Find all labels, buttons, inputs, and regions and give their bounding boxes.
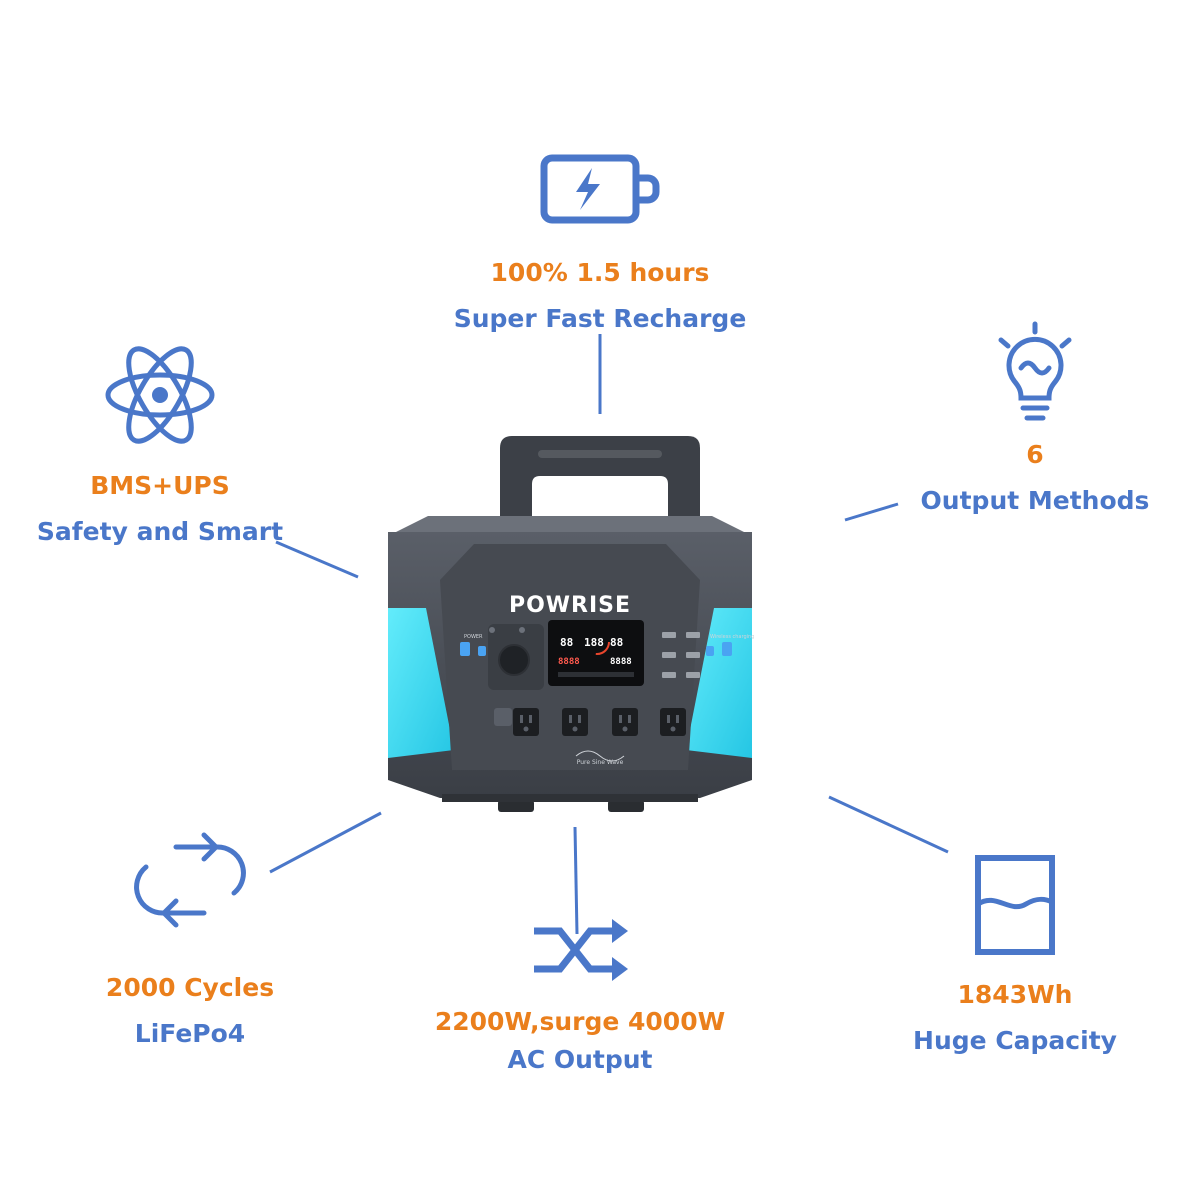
capacity-secondary-label: Huge Capacity xyxy=(913,1026,1117,1055)
feature-outputs: 6 Output Methods xyxy=(900,320,1170,518)
ac-outlets xyxy=(494,708,686,736)
right-light-panel xyxy=(686,608,752,758)
carry-handle xyxy=(500,436,700,525)
svg-text:8888: 8888 xyxy=(558,657,580,667)
lightbulb-icon xyxy=(998,321,1072,421)
wireless-label: Wireless charging xyxy=(710,634,754,640)
cycles-secondary-label: LiFePo4 xyxy=(134,1019,246,1048)
feature-capacity: 1843Wh Huge Capacity xyxy=(880,852,1150,1058)
cycles-primary-label: 2000 Cycles xyxy=(105,973,275,1002)
connector-ac-output xyxy=(573,826,579,935)
feature-recharge: 100% 1.5 hours Super Fast Recharge xyxy=(440,150,760,336)
svg-text:188: 188 xyxy=(584,636,604,649)
outputs-secondary-label: Output Methods xyxy=(920,486,1150,515)
connector-outputs xyxy=(844,502,899,522)
outputs-primary-label: 6 xyxy=(1026,440,1044,469)
safety-secondary-label: Safety and Smart xyxy=(36,517,284,546)
svg-text:8888: 8888 xyxy=(610,657,632,667)
connector-cycles xyxy=(269,811,382,874)
cycle-arrows-icon xyxy=(134,832,246,928)
power-label: POWER xyxy=(464,634,483,640)
feature-safety: BMS+UPS Safety and Smart xyxy=(30,335,290,549)
shuffle-arrows-icon xyxy=(534,919,628,981)
svg-text:88: 88 xyxy=(560,636,573,649)
atom-icon xyxy=(105,346,215,444)
safety-primary-label: BMS+UPS xyxy=(90,471,230,500)
battery-level-icon xyxy=(975,855,1055,955)
feature-cycles: 2000 Cycles LiFePo4 xyxy=(60,825,320,1051)
dc-knob[interactable] xyxy=(498,644,530,676)
left-light-panel xyxy=(388,608,454,758)
recharge-primary-label: 100% 1.5 hours xyxy=(490,258,710,287)
pure-sine-wave-label: Pure Sine Wave xyxy=(577,759,624,766)
connector-capacity xyxy=(828,795,949,854)
brand-logo: POWRISE xyxy=(509,593,631,618)
capacity-primary-label: 1843Wh xyxy=(957,980,1073,1009)
connector-safety xyxy=(275,540,359,579)
feature-ac-output: 2200W,surge 4000W AC Output xyxy=(420,915,740,1077)
ac-output-secondary-label: AC Output xyxy=(507,1045,653,1074)
power-station-image: POWRISE POWER 88 188 88 8888 8888 Wirele… xyxy=(388,436,754,812)
ac-output-primary-label: 2200W,surge 4000W xyxy=(434,1007,726,1036)
svg-text:88: 88 xyxy=(610,636,623,649)
wireless-charging-button[interactable] xyxy=(722,642,732,656)
recharge-secondary-label: Super Fast Recharge xyxy=(453,304,747,333)
battery-charging-icon xyxy=(540,154,660,224)
power-button[interactable] xyxy=(460,642,470,656)
